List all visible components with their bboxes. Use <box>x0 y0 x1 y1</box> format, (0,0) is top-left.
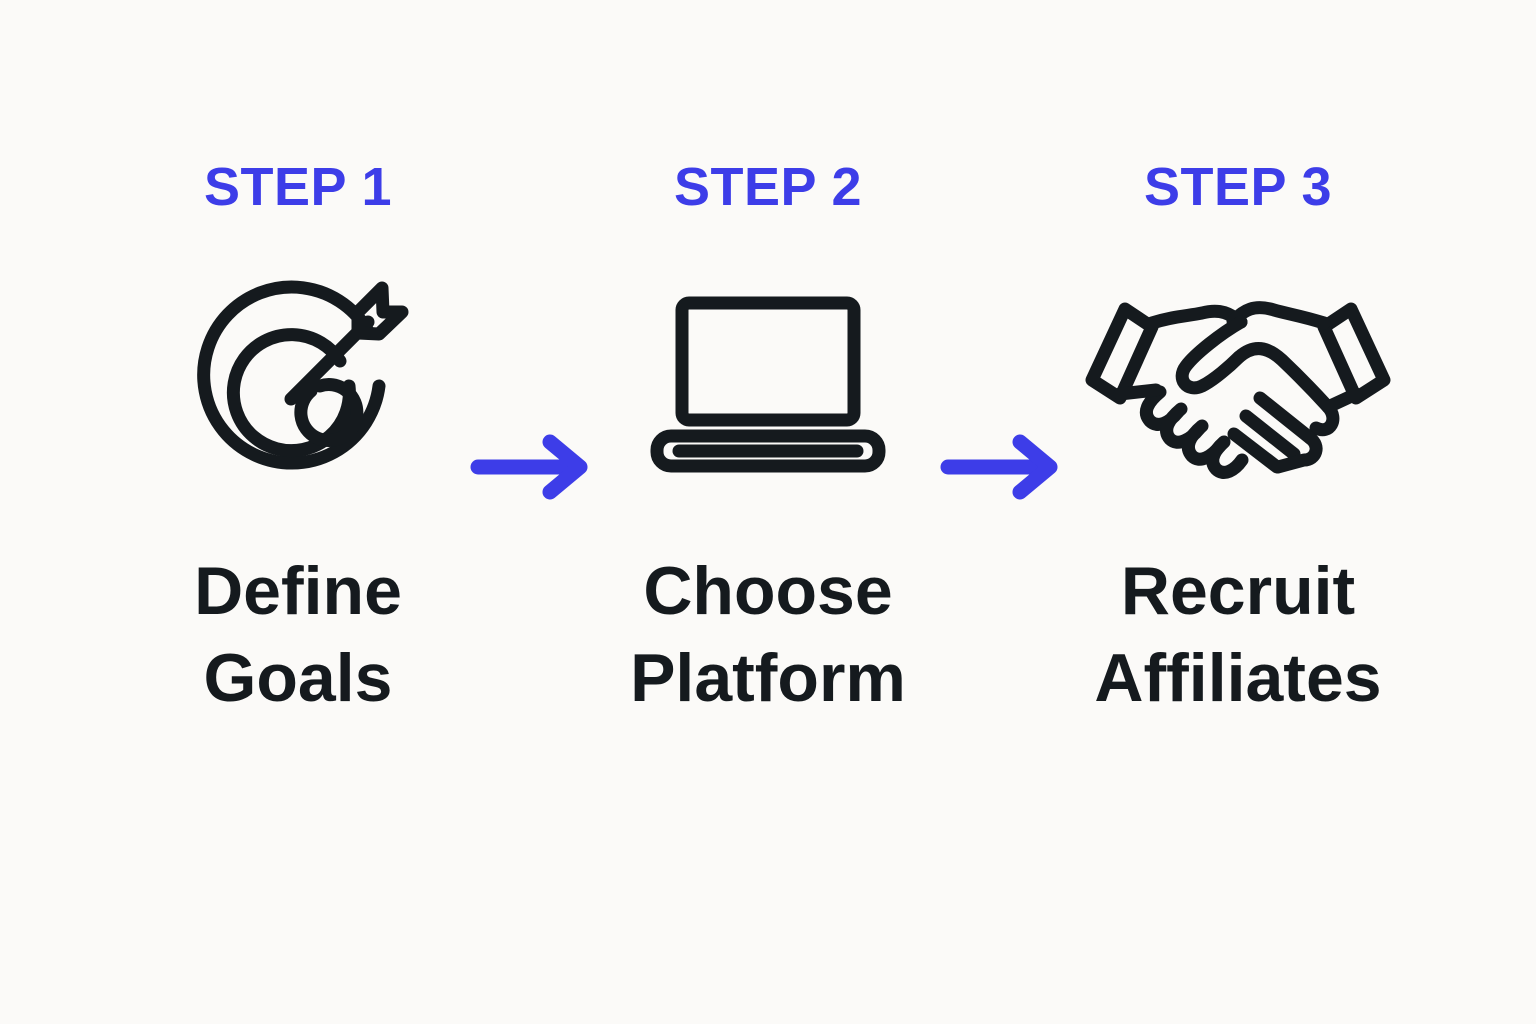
step-1-eyebrow: STEP 1 <box>203 157 393 217</box>
handshake-icon <box>1085 301 1391 479</box>
step-2-eyebrow: STEP 2 <box>673 157 863 217</box>
target-arrow-icon <box>197 280 409 470</box>
arrow-right-icon <box>940 434 1058 500</box>
step-2-title: Choose Platform <box>630 553 906 717</box>
step-2-icon-wrap <box>643 276 893 486</box>
connector-1 <box>448 160 618 502</box>
step-card-3: STEP 3 <box>1085 157 1391 722</box>
arrow-right-icon <box>470 434 588 500</box>
step-card-2: STEP 2 Choose Platform <box>618 160 918 722</box>
step-3-icon-wrap <box>1078 276 1398 486</box>
step-3-eyebrow: STEP 3 <box>1143 157 1333 217</box>
step-1-icon-wrap <box>183 276 413 486</box>
step-1-title: Define Goals <box>194 553 402 717</box>
step-3-title: Recruit Affiliates <box>1094 553 1382 717</box>
connector-2 <box>918 160 1088 502</box>
laptop-icon <box>650 296 886 473</box>
step-card-1: STEP 1 D <box>148 160 448 722</box>
